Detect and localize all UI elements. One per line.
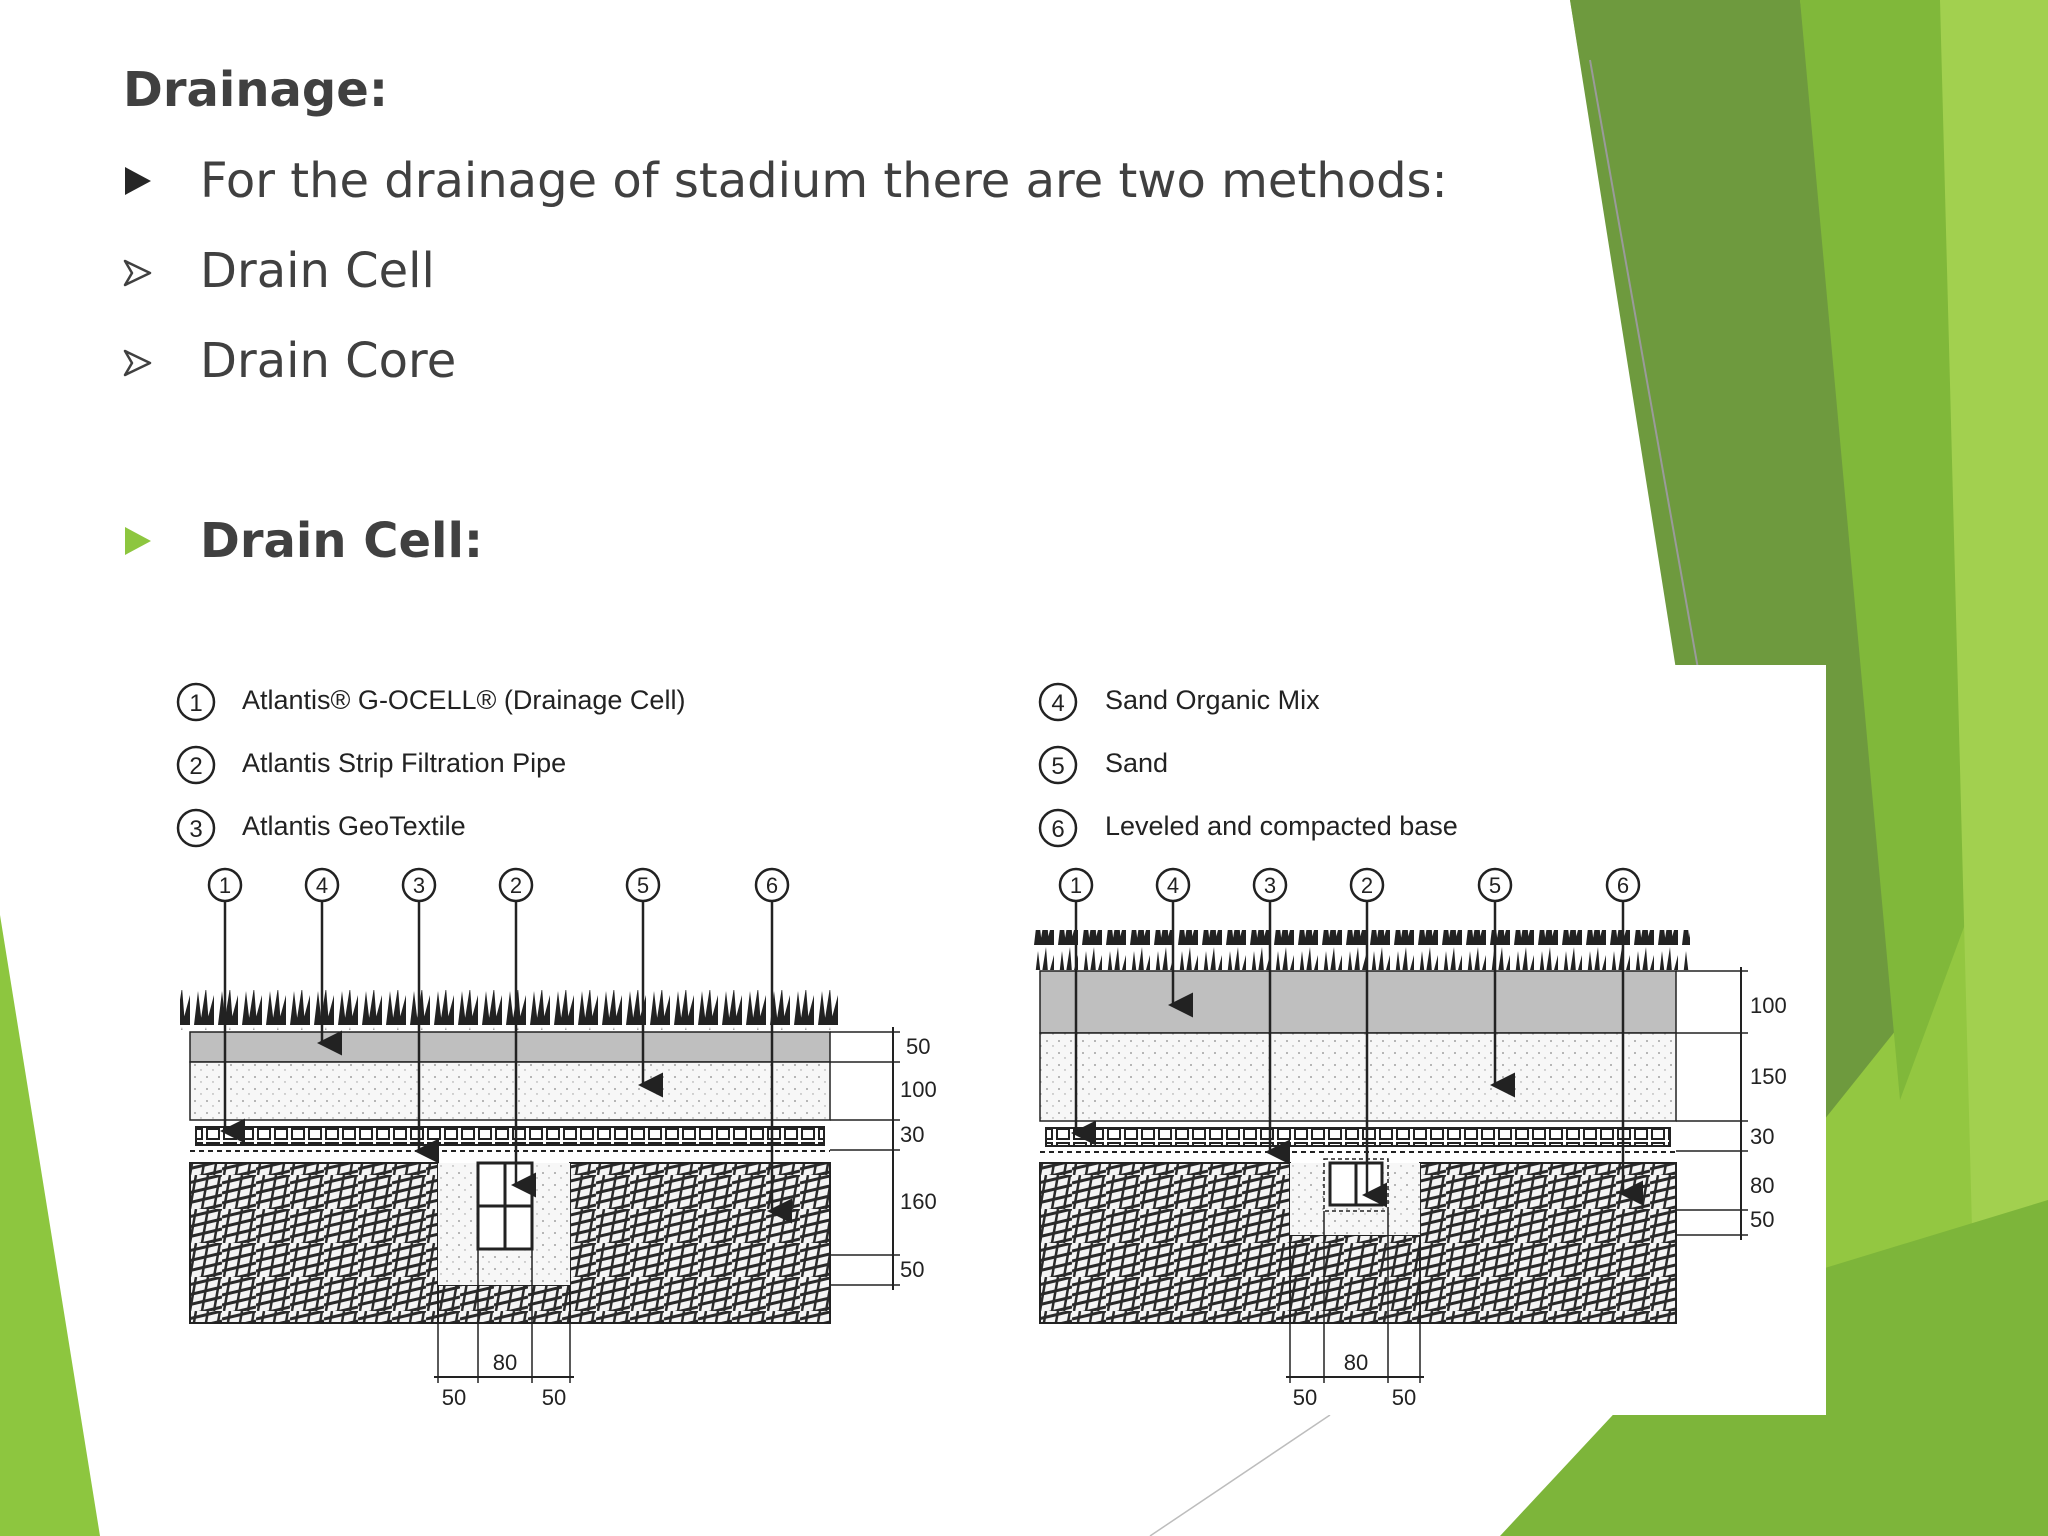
sand-organic-mix-layer <box>1039 970 1677 1034</box>
callouts: 1 4 3 2 5 6 <box>207 867 792 1224</box>
callouts: 1 4 3 2 5 6 <box>1058 867 1643 1208</box>
base-layer-right <box>1419 1162 1677 1324</box>
drainage-cell-layer <box>195 1126 825 1146</box>
trench-dimensions: 80 50 50 <box>1286 1211 1424 1410</box>
bullet-text: For the drainage of stadium there are tw… <box>200 153 1448 209</box>
svg-text:50: 50 <box>442 1385 466 1410</box>
svg-text:50: 50 <box>906 1034 930 1059</box>
sand-layer <box>189 1061 831 1121</box>
svg-text:1: 1 <box>1070 873 1082 898</box>
drainage-cell-layer <box>1045 1127 1671 1147</box>
svg-text:Leveled and compacted base: Leveled and compacted base <box>1105 811 1458 841</box>
strip-filtration-pipe <box>1323 1158 1389 1212</box>
svg-text:4: 4 <box>1167 873 1179 898</box>
bullet-methods: For the drainage of stadium there are tw… <box>123 153 1448 209</box>
legend-item: 1 Atlantis® G-OCELL® (Drainage Cell) <box>176 682 685 722</box>
arrowhead-bullet-icon <box>123 243 200 299</box>
legend-item: 3 Atlantis GeoTextile <box>176 808 466 848</box>
svg-text:Atlantis GeoTextile: Atlantis GeoTextile <box>242 811 466 841</box>
slide-title: Drainage: <box>123 62 389 118</box>
base-layer-right <box>569 1162 831 1324</box>
svg-text:2: 2 <box>189 753 202 780</box>
svg-text:150: 150 <box>1750 1064 1787 1089</box>
drain-cell-diagram: 1 Atlantis® G-OCELL® (Drainage Cell) 2 A… <box>120 665 1826 1415</box>
svg-text:80: 80 <box>493 1350 517 1375</box>
svg-text:100: 100 <box>900 1077 937 1102</box>
svg-text:5: 5 <box>1489 873 1501 898</box>
svg-text:3: 3 <box>413 873 425 898</box>
base-layer-left <box>1039 1162 1291 1324</box>
strip-filtration-pipe <box>476 1161 534 1251</box>
green-triangle-bullet-icon <box>123 513 200 569</box>
svg-text:2: 2 <box>510 873 522 898</box>
svg-text:6: 6 <box>1051 816 1064 843</box>
left-cross-section: 1 4 3 2 5 6 50 1 <box>180 867 937 1410</box>
legend-item: 5 Sand <box>1038 745 1168 785</box>
legend-item: 4 Sand Organic Mix <box>1038 682 1320 722</box>
svg-text:6: 6 <box>1617 873 1629 898</box>
section-heading-drain-cell: Drain Cell: <box>123 513 483 569</box>
bullet-drain-cell: Drain Cell <box>123 243 435 299</box>
svg-text:50: 50 <box>900 1257 924 1282</box>
svg-text:50: 50 <box>1293 1385 1317 1410</box>
decor-line-2 <box>1149 1414 1331 1536</box>
svg-text:30: 30 <box>900 1122 924 1147</box>
trench-dimensions: 80 50 50 <box>434 1249 574 1410</box>
svg-text:Sand: Sand <box>1105 748 1168 778</box>
decor-line-1 <box>1589 59 1701 681</box>
legend-left: 1 Atlantis® G-OCELL® (Drainage Cell) 2 A… <box>176 682 685 848</box>
svg-text:1: 1 <box>189 690 202 717</box>
svg-text:30: 30 <box>1750 1124 1774 1149</box>
svg-text:Atlantis® G-OCELL® (Drainage C: Atlantis® G-OCELL® (Drainage Cell) <box>242 685 685 715</box>
triangle-bullet-icon <box>123 153 200 209</box>
bullet-text: Drain Cell <box>200 243 435 299</box>
bullet-drain-core: Drain Core <box>123 333 456 389</box>
layer-dimensions: 50 100 30 160 50 <box>830 1027 937 1290</box>
bullet-text: Drain Cell: <box>200 513 484 569</box>
svg-text:80: 80 <box>1344 1350 1368 1375</box>
legend-item: 2 Atlantis Strip Filtration Pipe <box>176 745 566 785</box>
svg-text:3: 3 <box>189 816 202 843</box>
arrowhead-bullet-icon <box>123 333 200 389</box>
grass-layer <box>1030 930 1690 970</box>
trench-bottom <box>437 1284 571 1324</box>
svg-text:5: 5 <box>1051 753 1064 780</box>
svg-text:1: 1 <box>219 873 231 898</box>
trench-bottom <box>1289 1234 1421 1324</box>
legend-item: 6 Leveled and compacted base <box>1038 808 1458 848</box>
legend-right: 4 Sand Organic Mix 5 Sand 6 Leveled and … <box>1038 682 1458 848</box>
svg-text:3: 3 <box>1264 873 1276 898</box>
right-green-band-bright <box>1940 0 2048 1536</box>
layer-dimensions: 100 150 30 80 50 <box>1676 967 1787 1240</box>
svg-text:5: 5 <box>637 873 649 898</box>
base-layer-left <box>189 1162 439 1324</box>
svg-text:2: 2 <box>1361 873 1373 898</box>
svg-text:Atlantis Strip Filtration Pipe: Atlantis Strip Filtration Pipe <box>242 748 566 778</box>
grass-layer <box>180 990 840 1030</box>
bullet-text: Drain Core <box>200 333 457 389</box>
svg-text:80: 80 <box>1750 1173 1774 1198</box>
sand-layer <box>1039 1032 1677 1122</box>
sand-organic-mix-layer <box>189 1031 831 1063</box>
svg-text:4: 4 <box>316 873 328 898</box>
svg-text:50: 50 <box>1392 1385 1416 1410</box>
svg-text:100: 100 <box>1750 993 1787 1018</box>
svg-text:50: 50 <box>542 1385 566 1410</box>
svg-text:50: 50 <box>1750 1207 1774 1232</box>
left-green-shard <box>0 915 100 1536</box>
svg-text:4: 4 <box>1051 690 1064 717</box>
svg-text:160: 160 <box>900 1189 937 1214</box>
svg-text:Sand Organic Mix: Sand Organic Mix <box>1105 685 1320 715</box>
svg-text:6: 6 <box>766 873 778 898</box>
right-cross-section: 1 4 3 2 5 6 100 150 <box>1030 867 1787 1410</box>
